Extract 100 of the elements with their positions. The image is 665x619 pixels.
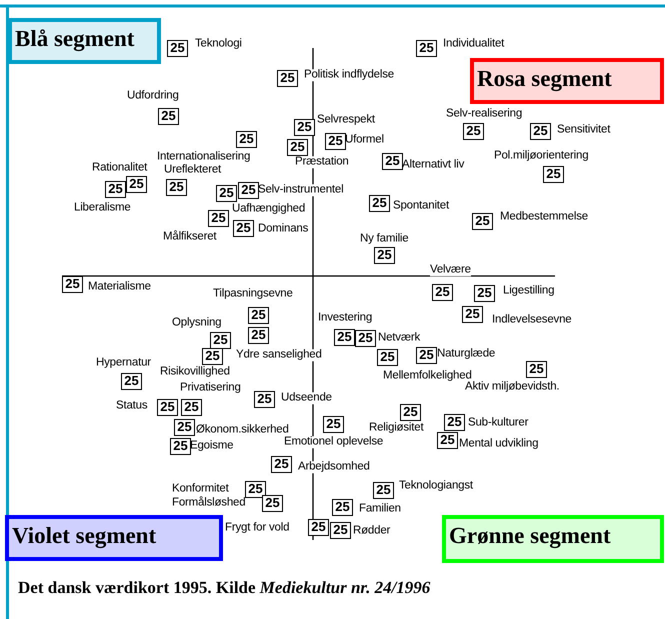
value-badge: 25 [400, 404, 421, 421]
value-label: Oplysning [172, 317, 222, 329]
value-label: Individualitet [443, 38, 504, 50]
value-badge: 25 [126, 176, 147, 193]
value-label: Tilpasningsevne [213, 288, 293, 300]
value-label: Internationalisering [157, 151, 250, 163]
value-badge: 25 [62, 276, 83, 293]
value-label: Politisk indflydelse [304, 69, 394, 81]
value-label: Selv-realisering [446, 108, 522, 120]
value-badge: 25 [332, 499, 353, 516]
value-label: Præstation [295, 156, 349, 168]
value-badge: 25 [369, 195, 390, 212]
value-badge: 25 [181, 399, 202, 416]
value-badge: 25 [277, 70, 298, 87]
value-badge: 25 [236, 131, 257, 148]
value-badge: 25 [382, 153, 403, 170]
value-label: Ydre sanselighed [236, 349, 322, 361]
value-label: Familien [359, 503, 401, 515]
value-badge: 25 [374, 247, 395, 264]
value-label: Selv-instrumentel [258, 184, 344, 196]
value-badge: 25 [233, 220, 254, 237]
value-label: Alternativt liv [402, 159, 464, 171]
value-label: Ny familie [360, 233, 408, 245]
segment-label-box: Rosa segment [470, 58, 664, 104]
value-badge: 25 [325, 133, 346, 150]
value-badge: 25 [121, 373, 142, 390]
value-label: Indlevelsesevne [492, 314, 572, 326]
value-badge: 25 [248, 327, 269, 344]
value-badge: 25 [323, 416, 344, 433]
value-label: Konformitet [172, 483, 229, 495]
value-label: Rationalitet [92, 162, 148, 174]
value-badge: 25 [170, 438, 191, 455]
value-badge: 25 [254, 391, 275, 408]
value-label: Velvære [430, 264, 471, 276]
value-label: Materialisme [88, 281, 151, 293]
value-label: Hypernatur [96, 357, 151, 369]
value-label: Uafhængighed [232, 203, 306, 215]
value-label: Arbejdsomhed [298, 461, 370, 473]
value-label: Uformel [345, 134, 384, 146]
value-badge: 25 [472, 213, 493, 230]
value-badge: 25 [463, 123, 484, 140]
value-label: Mental udvikling [459, 438, 538, 450]
value-badge: 25 [437, 432, 458, 449]
value-badge: 25 [416, 347, 437, 364]
value-badge: 25 [432, 284, 453, 301]
value-label: Medbestemmelse [500, 211, 588, 223]
value-label: Teknologi [195, 38, 242, 50]
value-label: Risikovillighed [160, 366, 230, 378]
value-badge: 25 [330, 522, 351, 539]
value-badge: 25 [216, 185, 237, 202]
value-badge: 25 [416, 40, 437, 57]
value-badge: 25 [462, 306, 483, 323]
value-label: Naturglæde [437, 348, 496, 360]
value-label: Formålsløshed [172, 497, 246, 509]
value-badge: 25 [308, 519, 329, 536]
value-label: Liberalisme [74, 202, 131, 214]
value-badge: 25 [377, 349, 398, 366]
value-label: Ureflekteret [164, 164, 222, 176]
value-badge: 25 [238, 182, 259, 199]
value-label: Spontanitet [393, 200, 449, 212]
value-label: Teknologiangst [399, 480, 473, 492]
value-badge: 25 [157, 399, 178, 416]
value-label: Netværk [378, 332, 420, 344]
value-label: Udseende [281, 392, 332, 404]
segment-label-box: Violet segment [5, 515, 223, 561]
value-label: Sub-kulturer [468, 417, 528, 429]
value-label: Ligestilling [503, 285, 554, 297]
value-label: Aktiv miljøbevidsth. [465, 381, 560, 393]
value-badge: 25 [167, 40, 188, 57]
value-badge: 25 [444, 414, 465, 431]
value-label: Religiøsitet [369, 422, 424, 434]
value-label: Selvrespekt [317, 114, 375, 126]
value-badge: 25 [105, 181, 126, 198]
value-label: Sensitivitet [557, 124, 610, 136]
value-badge: 25 [202, 348, 223, 365]
value-label: Status [116, 400, 148, 412]
segment-label-box: Grønne segment [442, 515, 664, 563]
value-label: Frygt for vold [225, 522, 290, 534]
value-label: Målfikseret [163, 231, 216, 243]
value-label: Egoisme [190, 440, 234, 452]
value-label: Mellemfolkelighed [383, 370, 472, 382]
value-badge: 25 [245, 481, 266, 498]
value-badge: 25 [166, 179, 187, 196]
value-badge: 25 [474, 285, 495, 302]
value-badge: 25 [526, 361, 547, 378]
value-label: Pol.miljøorientering [494, 150, 588, 162]
value-label: Økonom.sikkerhed [196, 424, 289, 436]
value-badge: 25 [248, 307, 269, 324]
segment-label-box: Blå segment [8, 18, 161, 64]
value-badge: 25 [210, 332, 231, 349]
value-badge: 25 [262, 495, 283, 512]
value-badge: 25 [543, 166, 564, 183]
value-label: Privatisering [180, 382, 241, 394]
value-badge: 25 [174, 419, 195, 436]
value-badge: 25 [373, 482, 394, 499]
value-badge: 25 [208, 210, 229, 227]
value-badge: 25 [287, 139, 308, 156]
value-label: Rødder [353, 525, 390, 537]
value-badge: 25 [294, 119, 315, 136]
value-label: Dominans [258, 223, 308, 235]
